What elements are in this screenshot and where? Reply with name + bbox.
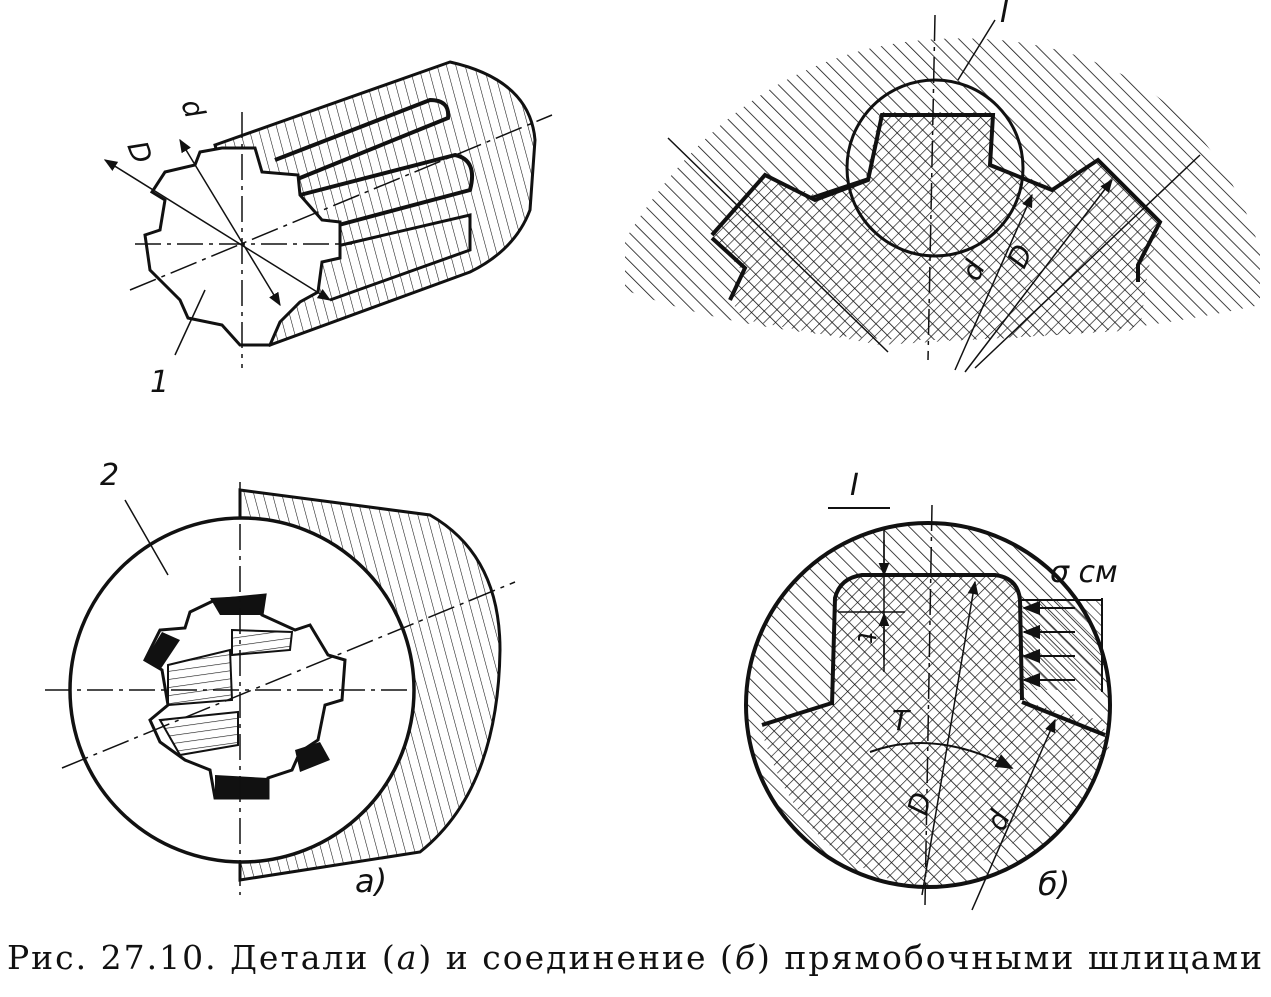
hub-view: 2 а)	[45, 458, 516, 900]
caption-b: б	[734, 938, 758, 977]
shaft-view: D d 1	[103, 60, 553, 400]
detail-gap-right	[1021, 700, 1106, 737]
detail-pressure-block	[1022, 600, 1102, 690]
hub-bore-inner-1	[167, 648, 234, 707]
section-shaft-region	[710, 112, 1162, 345]
detail-torque-arc	[869, 742, 1014, 769]
caption-part3: ) прямобочными шлицами	[757, 938, 1265, 977]
detail-label-sigma: σ см	[1050, 555, 1118, 590]
caption-prefix: Рис. 27.10.	[6, 938, 218, 977]
section-callout: I	[1000, 0, 1009, 30]
spline-figure: D d 1 2 а) I	[45, 0, 1260, 911]
hub-part-number: 2	[100, 458, 119, 493]
hub-bore-shade-right	[295, 742, 330, 772]
hub-axis-main	[61, 581, 516, 769]
section-view: I d D	[625, 0, 1260, 373]
section-shaft-outline	[710, 113, 1163, 282]
detail-label-t: t	[851, 632, 881, 643]
hub-part-leader	[124, 499, 169, 576]
figure-caption: Рис. 27.10. Детали (а) и соединение (б) …	[0, 938, 1271, 977]
detail-D-leader	[921, 580, 979, 896]
shaft-part-number: 1	[150, 365, 169, 400]
detail-tooth	[760, 575, 1110, 888]
detail-title: I	[850, 468, 859, 503]
shaft-part-leader	[174, 289, 206, 356]
caption-part2: ) и соединение (	[418, 938, 735, 977]
shaft-groove-1	[274, 97, 451, 182]
hub-sublabel: а)	[355, 862, 387, 900]
section-spline-groove	[809, 176, 871, 200]
section-gap-left	[710, 236, 748, 301]
section-extra-leader	[974, 154, 1201, 369]
detail-label-T: T	[892, 704, 911, 737]
caption-part1: Детали (	[230, 938, 397, 977]
shaft-label-d: d	[174, 94, 211, 122]
detail-d-leader	[971, 718, 1056, 911]
section-axis-vertical	[927, 14, 936, 361]
section-d-leader	[954, 193, 1033, 371]
hub-bore-shade-bottom	[215, 775, 268, 798]
detail-sublabel: б)	[1038, 865, 1070, 903]
detail-axis-vertical	[924, 504, 933, 906]
section-D-leader	[964, 178, 1113, 373]
hub-bore-shade-top	[210, 595, 265, 615]
shaft-label-D: D	[120, 136, 158, 168]
shaft-d-leader	[179, 138, 281, 307]
section-axis-diag	[667, 137, 889, 353]
detail-gap-left	[761, 701, 833, 727]
detail-view: I t T D d σ см б)	[744, 468, 1118, 911]
shaft-groove-2	[299, 152, 475, 232]
shaft-groove-3	[319, 213, 472, 302]
detail-tooth-outline	[830, 573, 1024, 706]
hub-bore-shade-left	[145, 632, 180, 670]
hub-bore-inner-2	[158, 710, 239, 757]
section-detail-circle	[845, 78, 1025, 258]
section-callout-leader	[957, 19, 996, 81]
hub-bore-inner-3	[231, 628, 294, 657]
shaft-axis-main	[129, 114, 553, 291]
caption-a: а	[396, 938, 419, 977]
